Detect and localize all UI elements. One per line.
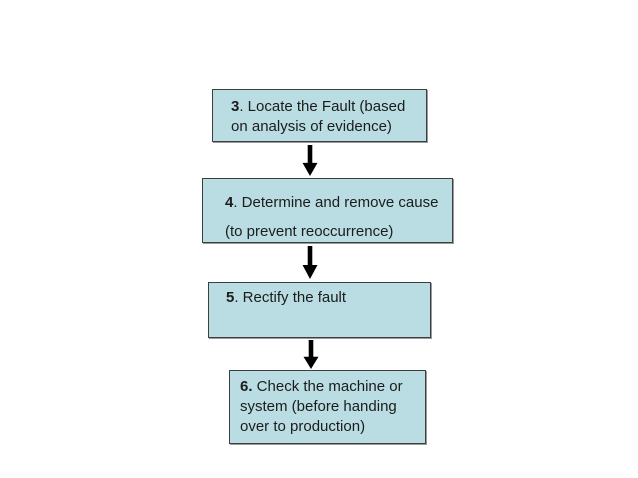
step-5-text: . Rectify the fault — [234, 289, 347, 306]
step-4-line-2: (to prevent reoccurrence) — [225, 223, 394, 240]
step-4-line-1: 4. Determine and remove cause — [225, 188, 446, 217]
step-4-number: 4 — [225, 194, 234, 211]
step-6-text: Check the machine or — [252, 378, 403, 395]
step-3-line-1: 3. Locate the Fault (based — [231, 97, 420, 117]
step-4-text: . Determine and remove cause — [233, 194, 439, 211]
step-5-number: 5 — [226, 289, 235, 306]
step-6-line-1: 6. Check the machine or — [240, 377, 419, 397]
step-3-number: 3 — [231, 98, 240, 115]
step-5-line-1: 5. Rectify the fault — [226, 288, 424, 308]
step-6-line-2: system (before handing — [240, 398, 397, 415]
flow-box-step-5: 5. Rectify the fault — [208, 282, 431, 338]
step-3-line-2: on analysis of evidence) — [231, 118, 392, 135]
step-6-number: 6. — [240, 378, 253, 395]
down-arrow-icon — [302, 145, 318, 176]
flow-box-step-3: 3. Locate the Fault (based on analysis o… — [212, 89, 427, 142]
down-arrow-icon — [303, 340, 319, 369]
flow-box-step-6: 6. Check the machine or system (before h… — [229, 370, 426, 444]
flow-box-step-4: 4. Determine and remove cause (to preven… — [202, 178, 453, 243]
down-arrow-icon — [302, 246, 318, 279]
step-6-line-3: over to production) — [240, 418, 366, 435]
step-3-text: . Locate the Fault (based — [239, 98, 406, 115]
